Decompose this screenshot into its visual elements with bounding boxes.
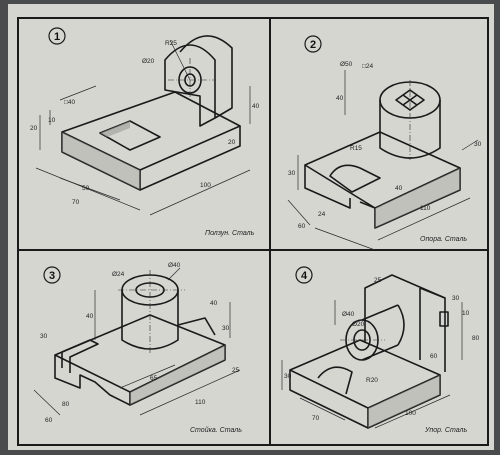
panel-4-dim-4: 60 — [430, 353, 438, 360]
panel-4-drawing: 4 25 Ø40 Ø20 10 60 R20 30 70 100 80 30 У… — [281, 266, 480, 434]
panel-3-number: 3 — [49, 270, 55, 282]
panel-1-number-circle — [48, 27, 66, 45]
panel-1-dim-3: 10 — [48, 117, 56, 124]
panel-2-slot — [329, 164, 381, 193]
panel-4-dim-7: 70 — [312, 415, 320, 422]
panel-1-caption: Ползун. Сталь — [205, 230, 255, 237]
panel-3-number-circle — [43, 266, 61, 284]
panel-4-dim-1: Ø40 — [342, 311, 355, 318]
panel-3-dim-4: 30 — [222, 325, 230, 332]
panel-2-dim-0: Ø50 — [340, 61, 353, 68]
panel-4-base-sides — [289, 370, 441, 429]
panel-3-dim-6: 65 — [150, 375, 158, 382]
panel-4-dim-9: 80 — [472, 335, 480, 342]
panel-3-block — [61, 339, 99, 373]
panel-4-dim-8: 100 — [405, 410, 416, 417]
panel-3-dim-0: Ø24 — [112, 271, 125, 278]
panel-3-dim-9: 110 — [195, 399, 206, 406]
panel-4-wall-slot — [439, 311, 449, 327]
paper-background — [8, 4, 494, 450]
panel-4-number: 4 — [301, 270, 308, 282]
panel-2-number: 2 — [310, 39, 316, 51]
panel-1-dim-6: 50 — [82, 185, 90, 192]
panel-4-dim-6: 30 — [284, 373, 292, 380]
panel-1-upright — [164, 44, 216, 127]
panel-4-dim-5: R20 — [366, 377, 378, 384]
panel-1-dim-5: 40 — [252, 103, 260, 110]
panel-3-drawing: 3 Ø24 Ø40 40 40 30 30 65 25 80 110 60 Ст… — [33, 262, 242, 434]
panel-4-wall — [364, 274, 446, 372]
panel-1-dim-9: 20 — [228, 139, 236, 146]
panel-1-drawing: 1 Ø20 R25 □40 10 20 40 50 70 100 20 — [30, 27, 260, 237]
panel-1-dim-4: 20 — [30, 125, 38, 132]
panel-3-dim-1: Ø40 — [168, 262, 181, 269]
panel-1-base-front — [61, 132, 141, 191]
panel-3-chamfer — [177, 317, 216, 336]
frame-panel-3 — [17, 249, 271, 446]
panel-2-dim-1: □24 — [362, 63, 374, 70]
panel-1-number: 1 — [54, 31, 60, 43]
panel-2-dim-8: 110 — [420, 205, 431, 212]
panel-2-dim-7: 40 — [395, 185, 403, 192]
panel-1-dim-7: 70 — [72, 199, 80, 206]
panel-2-dim-2: 40 — [336, 95, 344, 102]
panel-2-dim-3: R15 — [350, 145, 362, 152]
panel-1-dim-8: 100 — [200, 182, 211, 189]
panel-3-base-side — [129, 345, 226, 406]
panel-2-drawing: 2 Ø50 □24 40 R15 30 24 60 40 110 30 Опор… — [287, 35, 482, 251]
panel-3-dim-8: 80 — [62, 401, 70, 408]
panel-2-dim-9: 30 — [474, 141, 482, 148]
frame-panel-4 — [269, 249, 489, 446]
panel-4-wall-edge — [419, 287, 446, 360]
panel-3-caption: Стойка. Сталь — [190, 426, 242, 434]
panel-2-dim-5: 24 — [318, 211, 326, 218]
panel-1-dim-2: □40 — [64, 99, 76, 106]
panel-3-base-front — [54, 355, 131, 406]
panel-4-dim-3: 10 — [462, 310, 470, 317]
panel-2-base-sides — [304, 165, 461, 229]
panel-3-dim-7: 25 — [232, 367, 240, 374]
panel-3-dim-5: 30 — [40, 333, 48, 340]
panel-1-base-side — [139, 126, 241, 191]
panel-2-number-circle — [304, 35, 322, 53]
panel-3-dim-10: 60 — [45, 417, 53, 424]
panel-4-cut — [317, 366, 353, 395]
panel-3-dim-3: 40 — [210, 300, 218, 307]
panel-4-caption: Упор. Сталь — [424, 427, 467, 434]
panel-4-dim-0: 25 — [374, 277, 382, 284]
panel-1-dim-1: R25 — [165, 40, 177, 47]
panel-3-dim-2: 40 — [86, 313, 94, 320]
panel-2-dim-4: 30 — [288, 170, 296, 177]
panel-4-boss-body — [361, 304, 405, 361]
panel-4-number-circle — [295, 266, 313, 284]
panel-1-dim-0: Ø20 — [142, 58, 155, 65]
panel-4-dim-2: Ø20 — [352, 321, 365, 328]
panel-2-dim-6: 60 — [298, 223, 306, 230]
panel-1-upright-back — [179, 35, 233, 119]
panel-2-caption: Опора. Сталь — [420, 236, 467, 243]
panel-4-dim-10: 30 — [452, 295, 460, 302]
